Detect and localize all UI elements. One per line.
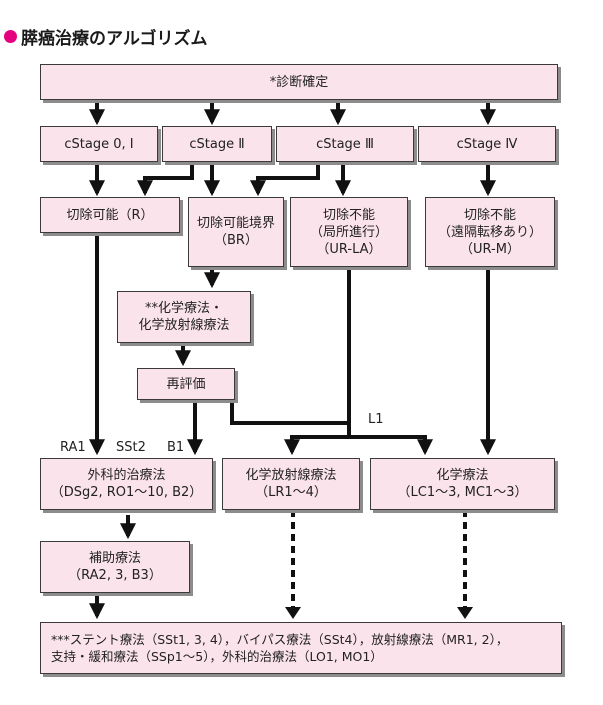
node-unresectable-m: 切除不能 （遠隔転移あり） （UR-M） xyxy=(425,197,555,267)
line-reeval-l1 xyxy=(230,400,349,425)
node-reeval: 再評価 xyxy=(137,368,235,400)
bullet-dot-icon xyxy=(4,30,17,43)
node-chemo: 化学療法 （LC1〜3, MC1〜3） xyxy=(370,458,555,510)
node-stage-2: cStage Ⅱ xyxy=(162,126,272,162)
node-unresectable-la: 切除不能 （局所進行） （UR-LA） xyxy=(290,197,408,267)
arrow-stage3-borderline xyxy=(250,162,320,197)
node-adjuvant: 補助療法 （RA2, 3, B3） xyxy=(40,541,190,593)
node-surgery: 外科的治療法 （DSg2, RO1〜10, B2） xyxy=(40,458,213,510)
arrowhead-chemo xyxy=(457,607,473,619)
node-stage-0-1: cStage 0, Ⅰ xyxy=(40,126,158,162)
node-supportive: ***ステント療法（SSt1, 3, 4），バイパス療法（SSt4），放射線療法… xyxy=(40,622,562,674)
label-sst2: SSt2 xyxy=(116,440,146,455)
node-diagnosis: *診断確定 xyxy=(40,64,558,100)
diagram-title: 膵癌治療のアルゴリズム xyxy=(4,24,208,49)
title-text: 膵癌治療のアルゴリズム xyxy=(21,29,208,49)
node-borderline: 切除可能境界 （BR） xyxy=(188,197,284,267)
label-ra1: RA1 xyxy=(60,440,86,455)
node-stage-3: cStage Ⅲ xyxy=(276,126,414,162)
node-neoadjuvant: **化学療法・ 化学放射線療法 xyxy=(117,291,251,343)
node-resectable: 切除可能（R） xyxy=(40,197,180,233)
label-b1: B1 xyxy=(167,440,185,455)
arrow-stage2-resectable xyxy=(137,162,194,197)
node-stage-4: cStage Ⅳ xyxy=(418,126,556,162)
node-chemoradiation: 化学放射線療法 （LR1〜4） xyxy=(222,458,360,510)
label-l1: L1 xyxy=(368,412,384,427)
arrowhead-chemoradiation xyxy=(285,607,301,619)
